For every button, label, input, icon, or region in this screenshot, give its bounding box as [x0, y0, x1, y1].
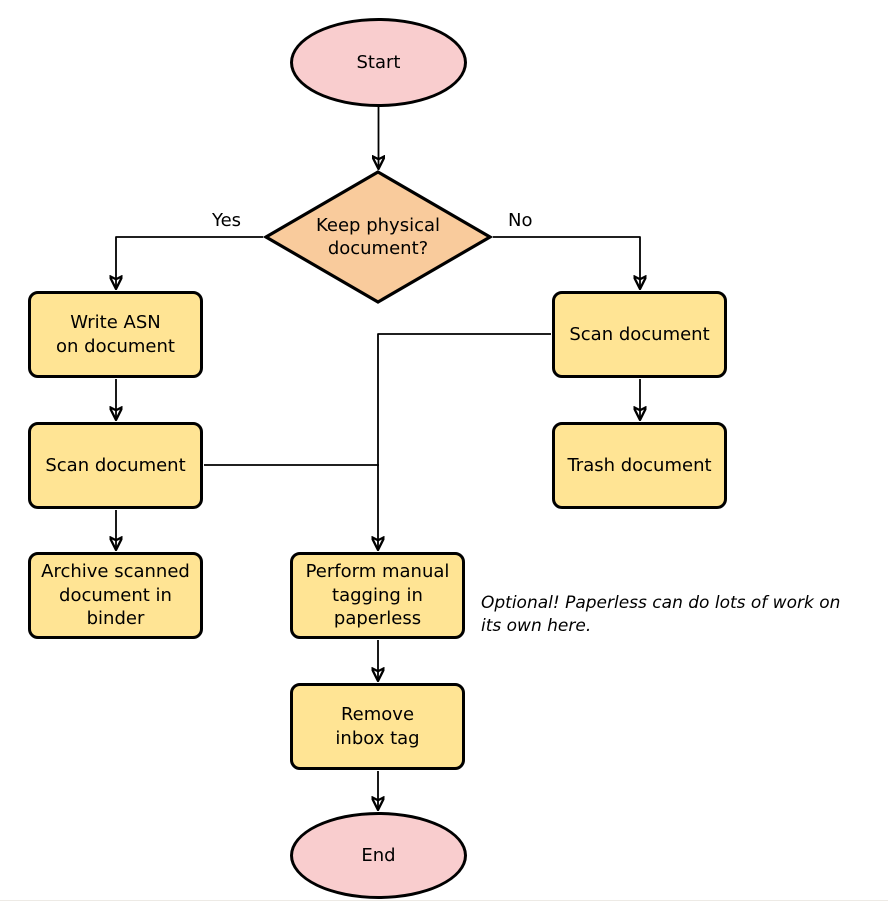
node-decision: Keep physical document?: [263, 169, 493, 305]
node-start-label: Start: [356, 51, 401, 73]
edge-decision-yes-write-asn: [116, 236, 263, 289]
node-end-label: End: [361, 844, 396, 866]
edge-scan-right-tagging: [378, 333, 551, 550]
node-scan-document-left-label: Scan document: [45, 454, 186, 476]
node-manual-tagging: Perform manual tagging in paperless: [290, 552, 465, 639]
node-remove-inbox-tag-label: Remove inbox tag: [335, 704, 420, 749]
node-manual-tagging-label: Perform manual tagging in paperless: [305, 561, 450, 630]
edge-decision-no-scan-right: [493, 236, 640, 289]
annotation-note: Optional! Paperless can do lots of work …: [481, 593, 841, 637]
node-archive-binder-label: Archive scanned document in binder: [41, 561, 190, 630]
edge-label-no: No: [508, 210, 533, 231]
node-decision-label: Keep physical document?: [316, 214, 440, 259]
node-trash-document: Trash document: [552, 422, 727, 509]
node-scan-document-right-label: Scan document: [569, 323, 710, 345]
bottom-divider: [0, 900, 888, 901]
node-end: End: [290, 812, 467, 899]
node-scan-document-left: Scan document: [28, 422, 203, 509]
node-archive-binder: Archive scanned document in binder: [28, 552, 203, 639]
edge-label-yes: Yes: [212, 210, 242, 231]
node-scan-document-right: Scan document: [552, 291, 727, 378]
node-trash-document-label: Trash document: [567, 454, 712, 476]
node-remove-inbox-tag: Remove inbox tag: [290, 683, 465, 770]
node-write-asn: Write ASN on document: [28, 291, 203, 378]
diamond-shape: [263, 170, 493, 304]
node-write-asn-label: Write ASN on document: [56, 312, 175, 357]
node-start: Start: [290, 18, 467, 107]
